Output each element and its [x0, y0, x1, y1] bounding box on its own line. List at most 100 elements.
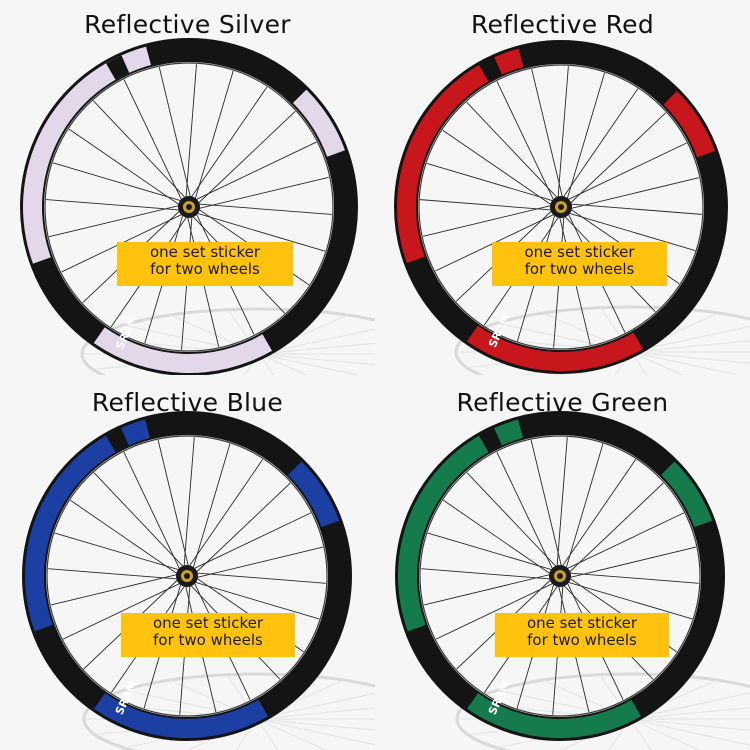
shadow-spoke — [630, 325, 750, 353]
wheel-image: SRAM — [394, 40, 750, 375]
shadow-spoke — [630, 351, 740, 375]
sticker-note-line2: for two wheels — [527, 631, 637, 649]
spoke — [466, 101, 558, 199]
rim-inner-edge — [419, 435, 701, 717]
spoke — [568, 212, 696, 252]
spoke — [50, 574, 178, 606]
rim-decal — [288, 461, 340, 528]
spoke — [569, 546, 697, 578]
shadow-spoke — [256, 718, 279, 750]
spoke — [530, 439, 562, 567]
spoke — [158, 67, 191, 198]
sticker-note-badge: one set sticker for two wheels — [495, 613, 669, 657]
spoke — [62, 582, 181, 640]
spoke — [49, 205, 180, 238]
rim-decal — [93, 327, 272, 374]
spoke — [196, 212, 326, 252]
spoke — [420, 199, 552, 211]
sticker-note-line1: one set sticker — [526, 614, 638, 632]
rim-decal — [663, 91, 716, 158]
sticker-note-line2: for two wheels — [153, 631, 263, 649]
shadow-spoke — [258, 342, 375, 355]
rim-decal — [661, 461, 713, 528]
spoke — [194, 581, 320, 620]
spoke — [123, 79, 183, 201]
spoke — [197, 110, 296, 204]
rim-decal — [23, 46, 151, 264]
spoke — [123, 451, 181, 570]
spoke — [568, 482, 664, 573]
hub-axle — [186, 204, 192, 210]
shadow-spoke — [256, 718, 328, 750]
shadow-spoke — [256, 707, 375, 720]
spoke — [427, 532, 553, 571]
wheel-image: SRAM — [22, 411, 375, 750]
spoke — [443, 499, 551, 575]
spoke — [193, 512, 312, 570]
spoke — [426, 162, 554, 202]
spoke — [435, 582, 554, 640]
spoke — [157, 439, 189, 567]
spoke — [190, 86, 268, 198]
spoke — [183, 437, 195, 567]
spoke — [196, 546, 324, 578]
spoke — [198, 176, 329, 209]
shadow-spoke — [630, 351, 684, 375]
rim-decal — [24, 419, 150, 632]
shadow-spoke — [256, 692, 375, 720]
spoke — [566, 72, 606, 200]
panel-title: Reflective Silver — [84, 10, 291, 39]
wheel-image: SRAM — [20, 38, 375, 375]
sticker-note-badge: one set sticker for two wheels — [121, 613, 295, 657]
spoke — [565, 443, 604, 569]
sticker-note-badge: one set sticker for two wheels — [117, 242, 293, 286]
shadow-spoke — [629, 707, 750, 720]
spoke — [569, 112, 667, 204]
spoke — [70, 499, 178, 575]
sticker-note-line1: one set sticker — [524, 243, 635, 261]
shadow-spoke — [258, 353, 375, 366]
sticker-note-line1: one set sticker — [149, 243, 261, 261]
shadow-spoke — [258, 328, 375, 355]
rim-decal — [292, 89, 345, 157]
spoke — [562, 88, 639, 198]
spoke — [93, 472, 184, 568]
spoke — [194, 70, 234, 200]
spoke — [196, 572, 326, 584]
spoke — [557, 66, 569, 198]
shadow-spoke — [258, 353, 308, 375]
spoke — [192, 443, 231, 569]
shadow-spoke — [629, 718, 652, 750]
wheel-image: SRAM — [395, 411, 750, 750]
spoke — [561, 459, 637, 567]
spoke — [569, 572, 699, 584]
rim-inner-edge — [46, 435, 328, 717]
spoke — [567, 142, 687, 201]
rim-decal — [94, 693, 268, 738]
panel-title: Reflective Red — [470, 10, 655, 39]
spoke — [442, 129, 552, 206]
sticker-note-line1: one set sticker — [152, 614, 264, 632]
decal-notch — [106, 55, 130, 80]
hub-axle — [184, 573, 190, 579]
decal-notch — [106, 428, 129, 453]
rim-inner-edge — [44, 62, 334, 352]
spoke — [52, 162, 182, 202]
shadow-spoke — [256, 718, 375, 731]
sticker-note-line2: for two wheels — [524, 260, 635, 278]
spoke — [496, 451, 554, 570]
shadow-spoke — [629, 718, 701, 750]
rim-decal — [466, 325, 643, 372]
panel-reflective-silver: SRAM Reflective Silver one set sticker f… — [0, 0, 375, 375]
spoke — [422, 205, 552, 237]
spoke — [567, 581, 693, 620]
decal-notch — [479, 428, 502, 453]
shadow-spoke — [256, 718, 375, 746]
spoke — [48, 568, 178, 580]
rim-decal — [467, 693, 641, 738]
spoke — [466, 472, 557, 568]
spoke — [68, 128, 180, 206]
panel-title: Reflective Green — [456, 388, 669, 417]
rim-decal — [398, 419, 523, 632]
